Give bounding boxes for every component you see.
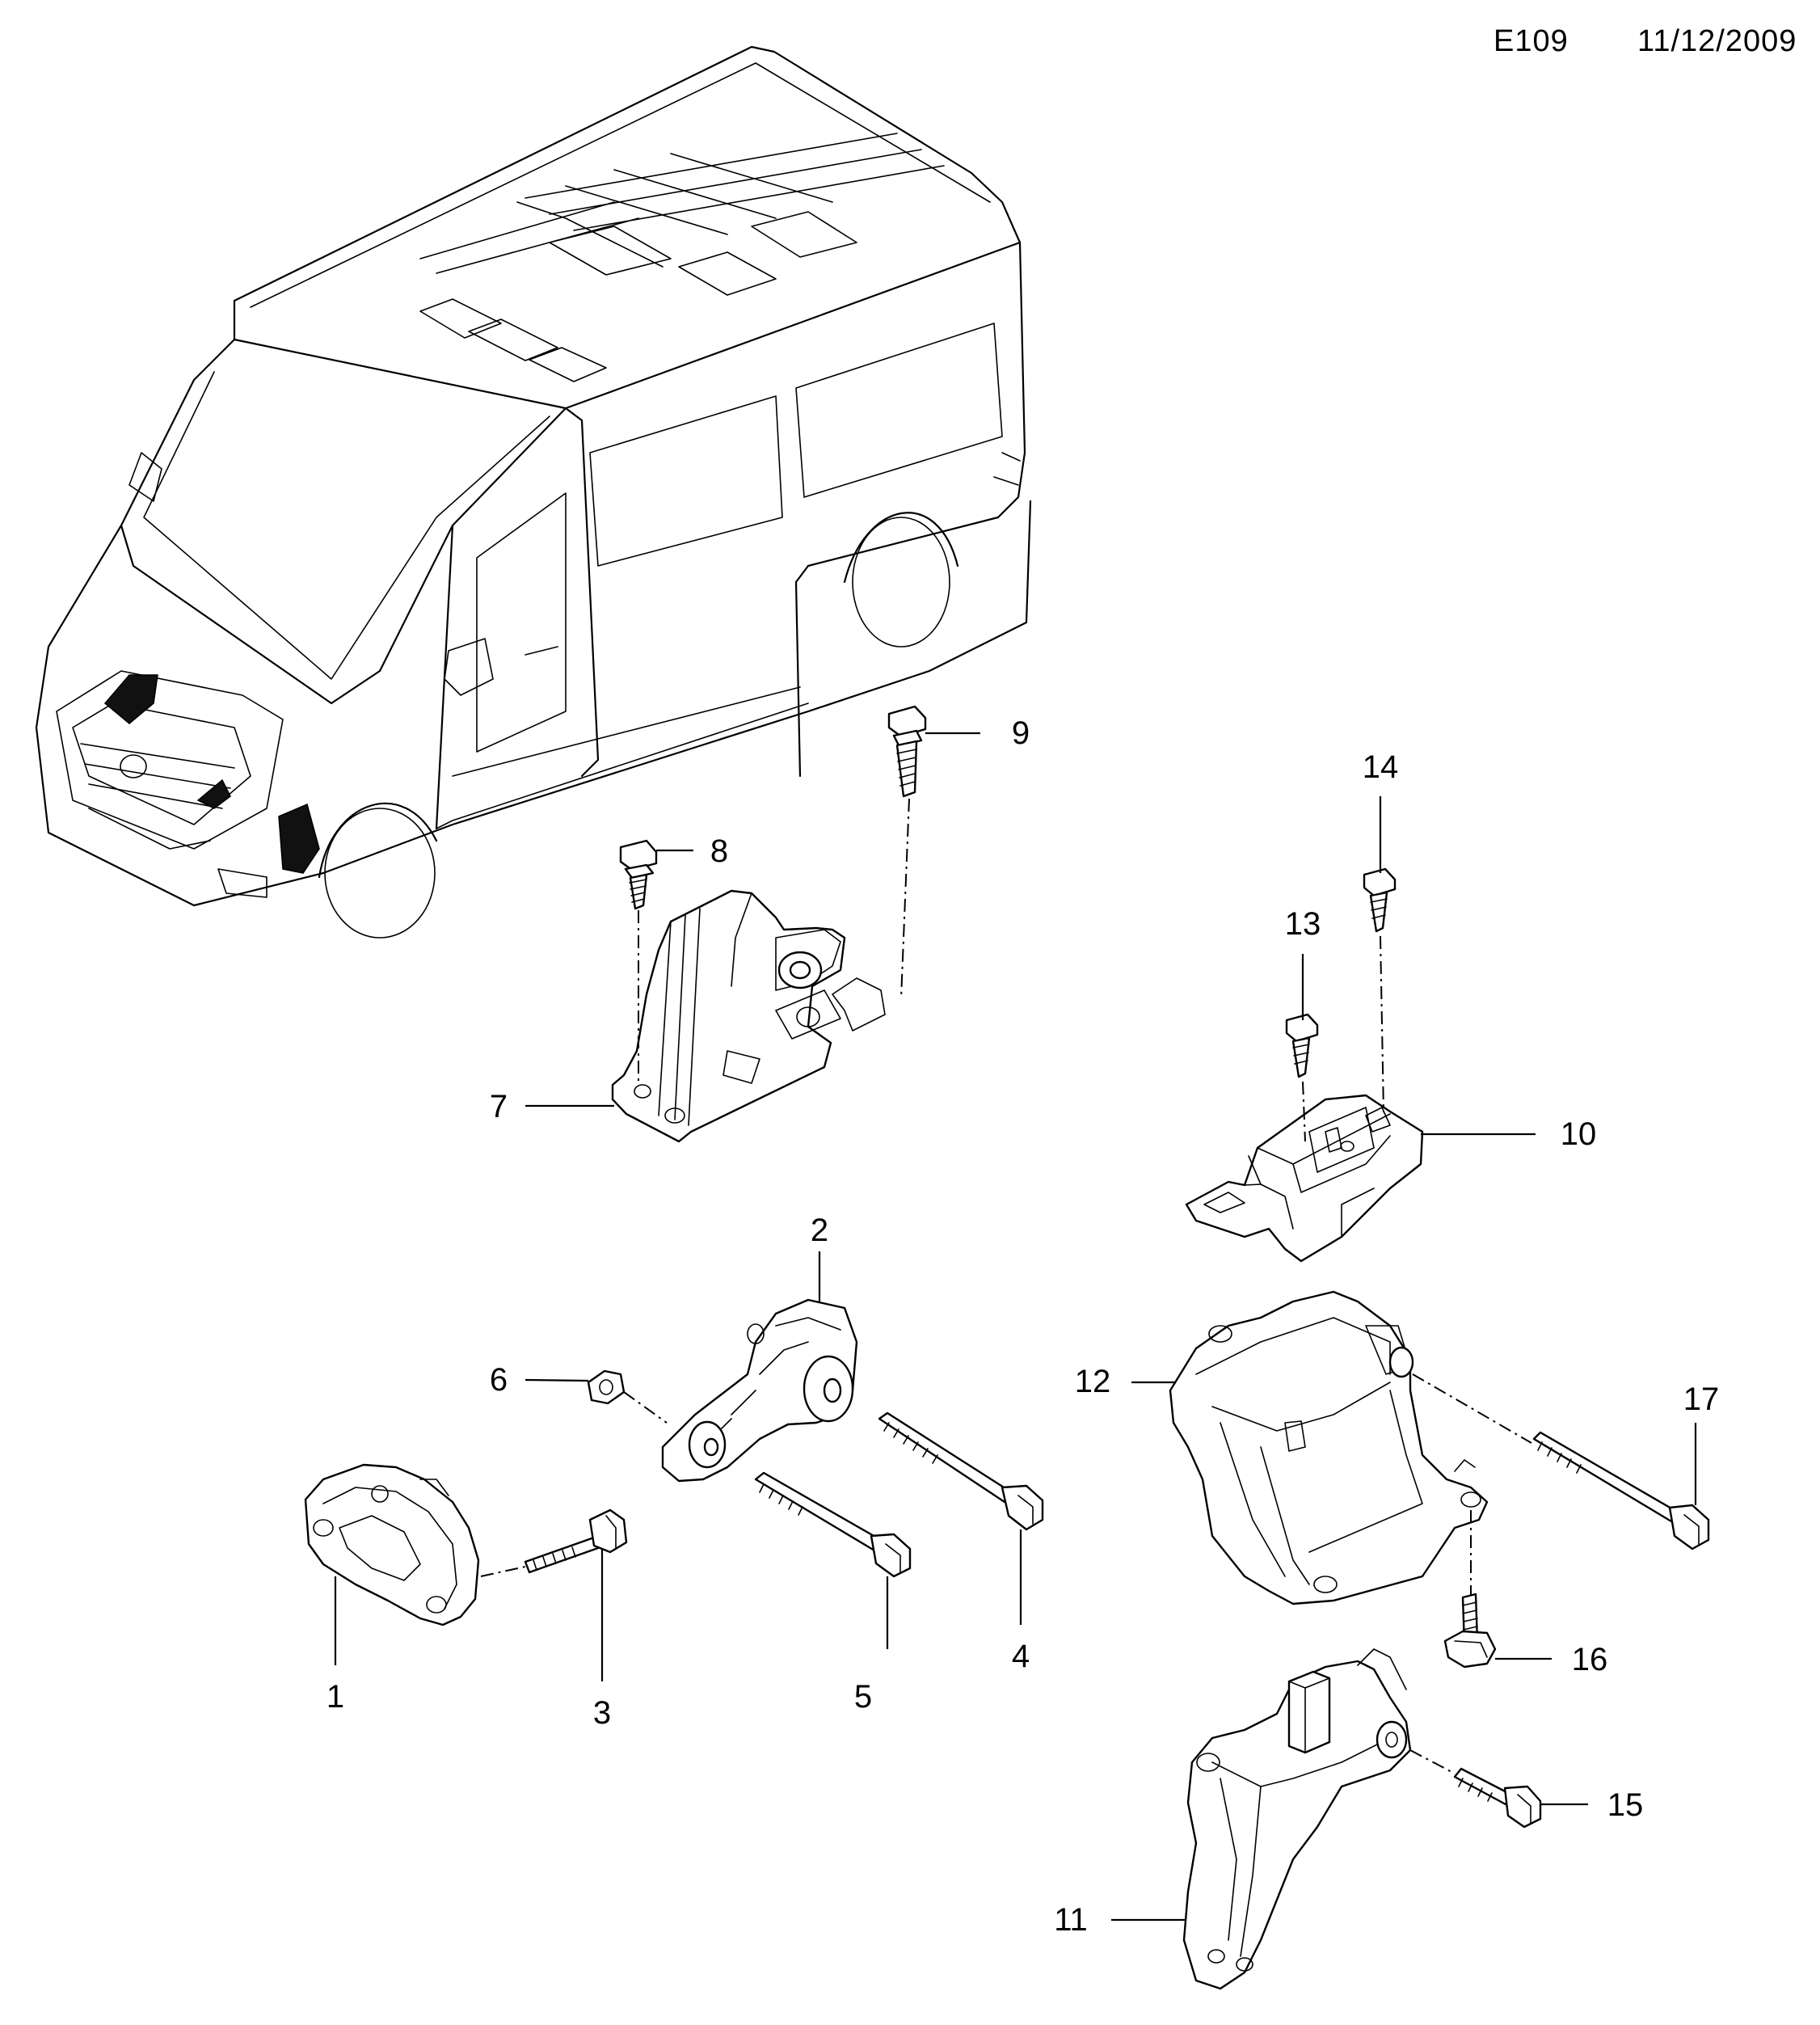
- bolt-9: [887, 705, 927, 798]
- callout-17: 17: [1683, 1382, 1720, 1417]
- bolt-17-axis: [1412, 1373, 1532, 1444]
- callout-12: 12: [1075, 1364, 1111, 1399]
- van-illustration: [35, 45, 1032, 939]
- nut-6-axis: [623, 1391, 668, 1424]
- callout-6: 6: [490, 1362, 508, 1398]
- nut-6: [587, 1369, 626, 1405]
- bolt-13: [1285, 1013, 1319, 1078]
- bolt-3: [524, 1508, 628, 1574]
- bolt-5: [754, 1471, 912, 1578]
- callout-5: 5: [854, 1679, 872, 1715]
- part-1-bracket: [304, 1463, 480, 1626]
- part-7-engine-mount: [611, 889, 886, 1143]
- callout-8: 8: [710, 833, 728, 869]
- callout-15: 15: [1607, 1787, 1644, 1823]
- leader-lines: [334, 732, 1697, 1922]
- bolt-14: [1363, 867, 1397, 933]
- bolt-14-axis: [1380, 935, 1384, 1113]
- part-12-cradle-bracket: [1169, 1290, 1489, 1605]
- part-11-lower-bracket: [1182, 1648, 1412, 1990]
- bolt-15: [1453, 1767, 1542, 1829]
- bolt-15-axis: [1409, 1749, 1456, 1774]
- callout-16: 16: [1572, 1642, 1608, 1677]
- callout-4: 4: [1012, 1639, 1030, 1674]
- part-10-gearbox-mount: [1185, 1094, 1424, 1263]
- callout-14: 14: [1363, 749, 1399, 785]
- bolt-16: [1443, 1593, 1497, 1669]
- bolt-3-axis: [480, 1566, 526, 1577]
- callout-2: 2: [811, 1213, 828, 1248]
- bolt-17: [1532, 1431, 1710, 1550]
- callout-10: 10: [1561, 1116, 1597, 1152]
- part-2-torque-rod: [661, 1298, 858, 1483]
- bolt-4: [878, 1411, 1044, 1531]
- bolt-13-axis: [1302, 1081, 1306, 1142]
- callout-3: 3: [593, 1695, 611, 1731]
- diagram-code: E109: [1493, 24, 1569, 58]
- bolt-9-axis: [900, 798, 910, 999]
- callout-7: 7: [490, 1089, 508, 1124]
- callout-11: 11: [1054, 1902, 1088, 1938]
- bolt-8: [619, 839, 658, 910]
- callout-13: 13: [1285, 906, 1321, 942]
- callout-9: 9: [1012, 715, 1030, 751]
- callout-1: 1: [327, 1679, 344, 1715]
- callout-labels: 1 2 3 4 5 6 7 8 9 10 11 12 13 14 15 16 1…: [327, 715, 1719, 1938]
- diagram-date: 11/12/2009: [1637, 24, 1797, 58]
